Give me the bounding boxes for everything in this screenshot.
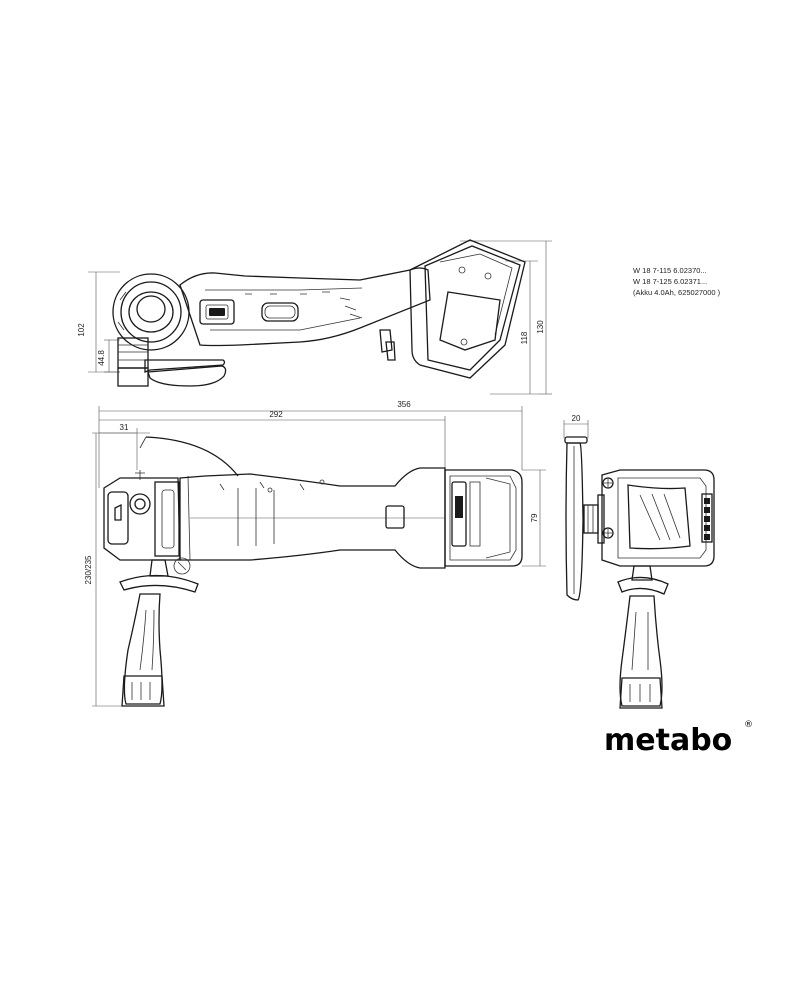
top-side-handle — [119, 559, 199, 707]
model-info: W 18 7-115 6.02370... W 18 7-125 6.02371… — [633, 266, 721, 297]
model-line-2: W 18 7-125 6.02371... — [633, 277, 707, 286]
front-view: 20 — [563, 414, 715, 709]
side-view: 102 44.8 118 130 — [77, 239, 552, 395]
dim-label-79: 79 — [530, 513, 539, 522]
model-line-1: W 18 7-115 6.02370... — [633, 266, 707, 275]
dim-label-44-8: 44.8 — [97, 350, 106, 366]
dimension-79: 79 — [522, 469, 546, 567]
model-line-3: (Akku 4.0Ah, 625027000 ) — [633, 288, 721, 297]
registered-mark: ® — [744, 720, 753, 730]
dimension-292: 292 — [99, 410, 446, 470]
front-spindle — [583, 477, 614, 544]
side-battery-pack — [409, 239, 526, 379]
dim-label-230-235: 230/235 — [84, 555, 93, 584]
top-motor-body — [179, 467, 446, 569]
dimension-20: 20 — [563, 414, 589, 438]
dim-label-356: 356 — [397, 400, 411, 409]
front-motor-housing — [601, 469, 715, 567]
dim-label-31: 31 — [120, 423, 129, 432]
side-grinder-head — [112, 273, 227, 387]
dimension-44-8: 44.8 — [97, 339, 120, 373]
dimension-31: 31 — [99, 423, 138, 470]
logo-wordmark: metabo — [604, 723, 732, 758]
metabo-logo: metabo ® — [604, 720, 753, 758]
dimension-130: 130 — [460, 240, 552, 395]
top-grinder-head — [103, 470, 191, 575]
dim-label-118: 118 — [520, 331, 529, 344]
front-guard — [564, 436, 588, 601]
dim-label-102: 102 — [77, 323, 86, 337]
top-view: 356 292 31 230/235 79 — [84, 400, 546, 707]
side-motor-housing — [179, 267, 431, 361]
dim-label-20: 20 — [572, 414, 581, 423]
dim-label-130: 130 — [536, 320, 545, 334]
dim-label-292: 292 — [269, 410, 283, 419]
dimension-356: 356 — [98, 400, 523, 488]
front-side-handle — [617, 565, 669, 709]
top-guard-arc — [145, 436, 239, 477]
top-battery-pack — [444, 469, 523, 567]
